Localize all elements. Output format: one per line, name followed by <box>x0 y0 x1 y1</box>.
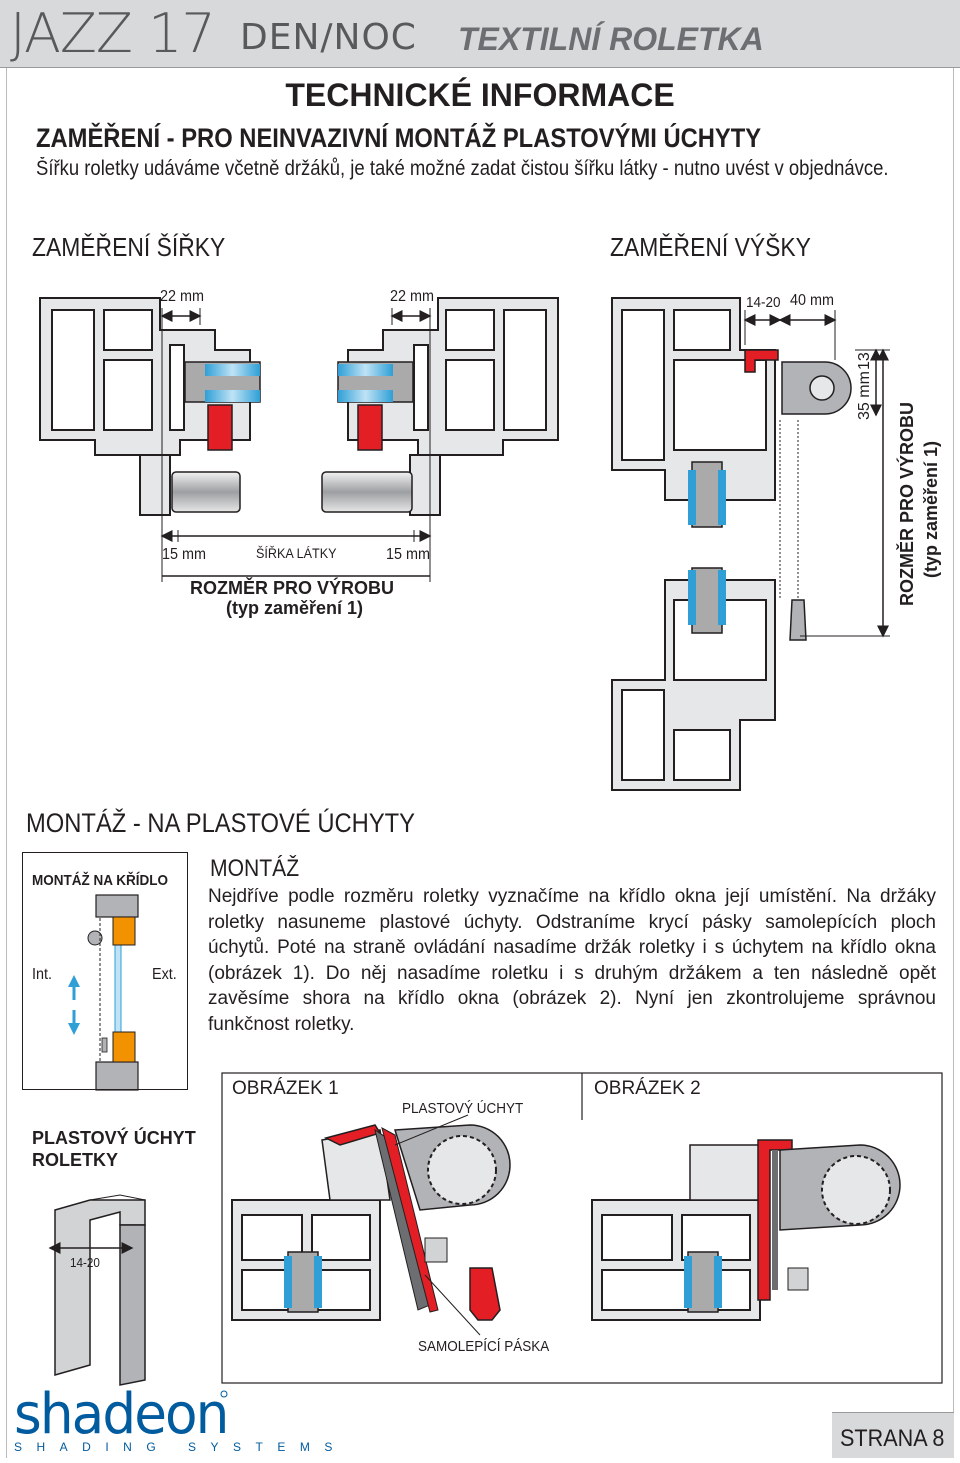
clip-title-line1: PLASTOVÝ ÚCHYT <box>32 1128 196 1148</box>
int-label: Int. <box>32 966 53 983</box>
page-subtitle: ZAMĚŘENÍ - PRO NEINVAZIVNÍ MONTÁŽ PLASTO… <box>36 123 762 153</box>
figure1-drawing <box>231 1114 511 1336</box>
mount-box <box>22 852 188 1090</box>
page-number: STRANA 8 <box>840 1425 945 1452</box>
mount-instructions: Nejdříve podle rozměru roletky vyznačíme… <box>208 886 936 1035</box>
figure2-drawing <box>591 1139 901 1321</box>
mount-text-title: MONTÁŽ <box>210 855 300 882</box>
height-section-title: ZAMĚŘENÍ VÝŠKY <box>610 232 811 262</box>
height-dim-b: 40 mm <box>790 292 835 309</box>
width-side-left: 15 mm <box>162 546 207 563</box>
width-section-title: ZAMĚŘENÍ ŠÍŘKY <box>32 232 226 262</box>
left-bracket <box>207 404 233 451</box>
left-roller <box>171 471 241 513</box>
width-diagram <box>39 297 559 582</box>
page-title: TECHNICKÉ INFORMACE <box>285 77 675 113</box>
figure1-tape-label: SAMOLEPÍCÍ PÁSKA <box>418 1338 550 1355</box>
height-production-size: ROZMĚR PRO VÝROBU <box>897 401 917 606</box>
mount-box-title: MONTÁŽ NA KŘÍDLO <box>32 872 168 889</box>
shadeon-logo: shadeon <box>14 1382 229 1447</box>
fabric-width-label: ŠÍŘKA LÁTKY <box>256 545 337 561</box>
width-dim-right: 22 mm <box>390 288 435 305</box>
height-dim-a: 14-20 <box>746 294 781 311</box>
width-dim-left: 22 mm <box>160 288 205 305</box>
right-roller <box>321 471 413 513</box>
height-dim-d: 13 <box>856 352 873 370</box>
page-frame <box>6 68 954 1458</box>
clip-dim: 14-20 <box>70 1255 100 1270</box>
clip-drawing <box>48 1194 146 1386</box>
intro-text: Šířku roletky udáváme včetně držáků, je … <box>36 157 889 180</box>
height-bottom-profile <box>611 579 776 791</box>
height-diagram <box>611 297 890 791</box>
height-dim-c: 35 mm <box>856 371 873 420</box>
height-measure-type: (typ zaměření 1) <box>921 440 941 578</box>
page-number-box <box>832 1412 954 1458</box>
figure2-title: OBRÁZEK 2 <box>594 1078 701 1099</box>
left-frame-profile <box>39 297 251 516</box>
brand-subtitle: DEN/NOC <box>240 17 417 58</box>
header-band <box>0 0 960 68</box>
height-bracket <box>744 349 779 373</box>
document-type: TEXTILNÍ ROLETKA <box>458 21 764 57</box>
width-production-size: ROZMĚR PRO VÝROBU <box>190 578 395 598</box>
right-bracket <box>357 404 383 451</box>
shadeon-tagline: SHADING SYSTEMS <box>14 1440 347 1454</box>
height-top-profile <box>611 297 776 501</box>
ext-label: Ext. <box>152 966 177 983</box>
brand-title: JAZZ 17 <box>10 2 216 65</box>
mount-section-title: MONTÁŽ - NA PLASTOVÉ ÚCHYTY <box>26 808 416 838</box>
figure1-clip-label: PLASTOVÝ ÚCHYT <box>402 1100 524 1117</box>
mount-mini-diagram <box>68 894 139 1091</box>
width-measure-type: (typ zaměření 1) <box>226 598 364 618</box>
figure1-title: OBRÁZEK 1 <box>232 1078 339 1099</box>
width-side-right: 15 mm <box>386 546 431 563</box>
clip-title-line2: ROLETKY <box>32 1150 119 1170</box>
right-frame-profile <box>347 297 559 516</box>
